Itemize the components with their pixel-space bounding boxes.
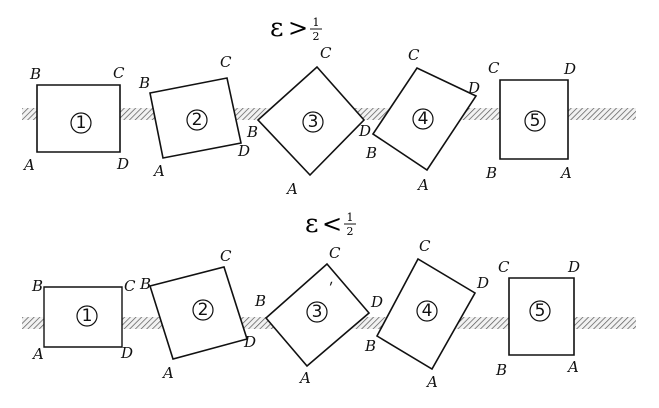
corner-label-a: A	[559, 164, 572, 182]
corner-label-b: B	[31, 277, 43, 295]
corner-label-d: D	[243, 333, 256, 351]
corner-label-a: A	[416, 176, 429, 194]
corner-label-b: B	[254, 292, 266, 310]
stage-number-circle	[306, 301, 328, 323]
stage-number-circle	[412, 108, 434, 130]
corner-label-c: C	[329, 244, 341, 262]
corner-label-b: B	[495, 361, 507, 379]
stage-4: 4 B C A D	[365, 46, 480, 194]
corner-label-c: C	[220, 53, 232, 71]
stage-3: 3 ʹ B C A D	[254, 244, 383, 387]
stage-number: 3	[312, 302, 323, 322]
corner-label-d: D	[370, 293, 383, 311]
stage-1: 1 B C A D	[31, 277, 136, 363]
condition-heading: ε < 1 2	[305, 209, 356, 239]
stage-2: 2 B C A D B	[138, 53, 258, 180]
corner-label-a: A	[425, 373, 438, 391]
panel-epsilon-greater-than-half: ε > 1 2 1 B C A D 2 B C A D B	[22, 13, 636, 198]
epsilon-symbol: ε	[305, 209, 318, 239]
corner-label-b: B	[485, 164, 497, 182]
corner-label-d: D	[476, 274, 489, 292]
stage-3: 3 C A D	[256, 44, 371, 198]
corner-label-b: B	[138, 74, 150, 92]
stage-number: 2	[198, 300, 209, 320]
stage-5: 5 C D B A	[485, 59, 576, 182]
corner-label-c: C	[320, 44, 332, 62]
stage-number: 1	[76, 113, 87, 133]
corner-label-a: A	[566, 358, 579, 376]
corner-label-d: D	[120, 344, 133, 362]
condition-heading: ε > 1 2	[270, 13, 322, 43]
fraction-numerator: 1	[313, 16, 320, 29]
corner-label-c: C	[488, 59, 500, 77]
stage-2: 2 B C A D	[139, 247, 256, 382]
stage-number-circle	[529, 300, 551, 322]
relation-symbol: >	[288, 14, 308, 42]
corner-label-d: D	[116, 155, 129, 173]
stage-5: 5 C D B A	[495, 258, 580, 379]
stage-number: 5	[530, 111, 541, 131]
corner-label-b-next: B	[246, 123, 258, 141]
corner-label-c: C	[498, 258, 510, 276]
corner-label-a: A	[298, 369, 311, 387]
corner-label-a: A	[152, 162, 165, 180]
epsilon-symbol: ε	[270, 13, 283, 43]
corner-label-c: C	[124, 277, 136, 295]
stage-4: 4 B C A D	[364, 237, 489, 391]
corner-label-c: C	[419, 237, 431, 255]
corner-label-b: B	[139, 275, 151, 293]
corner-label-a: A	[31, 345, 44, 363]
stage-number-circle	[192, 299, 214, 321]
relation-symbol: <	[322, 210, 342, 238]
stage-number: 2	[192, 110, 203, 130]
fraction-denominator: 2	[347, 225, 354, 238]
corner-label-d: D	[567, 258, 580, 276]
corner-label-d: D	[358, 122, 371, 140]
corner-label-a: A	[22, 156, 35, 174]
stage-number: 5	[535, 301, 546, 321]
stage-number: 3	[308, 112, 319, 132]
corner-label-b: B	[365, 144, 377, 162]
corner-label-a: A	[285, 180, 298, 198]
stage-number-circle	[186, 109, 208, 131]
stage-number-circle	[524, 110, 546, 132]
corner-label-d: D	[237, 142, 250, 160]
fraction-denominator: 2	[313, 30, 320, 43]
stage-number-circle	[76, 305, 98, 327]
stage-number-circle	[70, 112, 92, 134]
corner-label-c: C	[113, 64, 125, 82]
stage-number: 4	[422, 301, 433, 321]
stage-1: 1 B C A D	[22, 64, 129, 174]
corner-label-d: D	[467, 79, 480, 97]
corner-label-b: B	[29, 65, 41, 83]
panel-epsilon-less-than-half: ε < 1 2 1 B C A D 2 B C A D	[22, 209, 636, 391]
corner-label-a: A	[161, 364, 174, 382]
fraction-numerator: 1	[347, 211, 354, 224]
prime-mark: ʹ	[329, 280, 333, 298]
stage-number: 4	[418, 109, 429, 129]
stage-number: 1	[82, 306, 93, 326]
stage-number-circle	[302, 111, 324, 133]
corner-label-b: B	[364, 337, 376, 355]
stage-number-circle	[416, 300, 438, 322]
corner-label-c: C	[220, 247, 232, 265]
corner-label-d: D	[563, 60, 576, 78]
corner-label-c: C	[408, 46, 420, 64]
